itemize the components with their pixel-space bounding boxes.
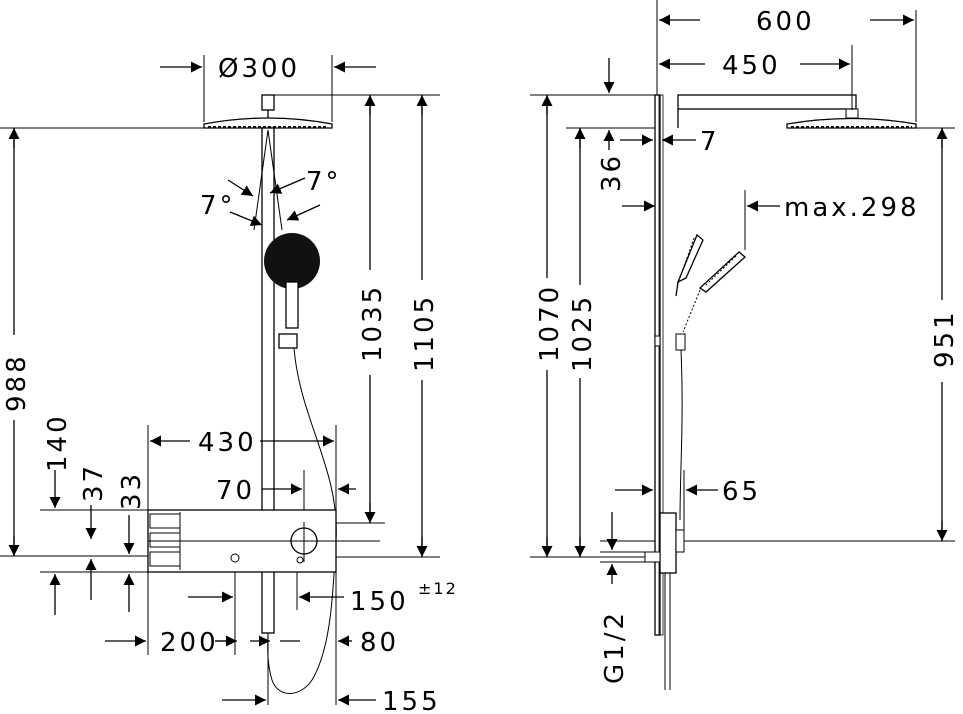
side-hand-shower: [654, 233, 746, 351]
dim-width-80: 80: [360, 628, 399, 658]
overhead-shower-head: [203, 94, 333, 129]
dim-angle-right: 7°: [306, 167, 342, 197]
dim-head-diameter: Ø300: [218, 54, 300, 84]
dim-tolerance-150: ±12: [418, 579, 458, 598]
front-view: Ø300 7° 7° 1035 1105 988 140 37: [0, 54, 458, 714]
dim-offset-7: 7: [700, 127, 720, 157]
dim-height-1070: 1070: [535, 284, 565, 362]
dim-depth-65: 65: [722, 477, 761, 507]
dim-offset-36: 36: [597, 153, 627, 192]
side-hose: [679, 349, 683, 521]
dim-height-140: 140: [43, 413, 73, 472]
dim-height-1025: 1025: [568, 294, 598, 372]
dim-width-70: 70: [216, 476, 255, 506]
hand-shower: [264, 233, 320, 349]
dim-arm-450: 450: [722, 51, 781, 81]
dim-width-155: 155: [382, 687, 441, 714]
dim-angle-left: 7°: [200, 191, 236, 221]
side-overhead-shower: [786, 117, 917, 129]
dim-width-430: 430: [198, 428, 257, 458]
dim-width-200: 200: [160, 628, 219, 658]
dim-height-33: 33: [117, 471, 147, 510]
dim-height-1105: 1105: [410, 294, 440, 372]
dim-max-298: max.298: [784, 193, 920, 223]
side-thermostat: [644, 512, 685, 690]
side-view: 600 450 7 36 max.298 1070 1025: [530, 0, 960, 690]
thermostat-mixer: [147, 509, 380, 573]
dim-height-951: 951: [930, 309, 960, 368]
shower-hose: [267, 347, 337, 694]
dim-width-150: 150: [350, 587, 409, 617]
dim-arm-600: 600: [756, 7, 815, 37]
dim-height-1035: 1035: [358, 284, 388, 362]
dim-height-988: 988: [2, 353, 32, 412]
side-shower-arm: [677, 94, 859, 128]
dim-height-37: 37: [79, 463, 109, 502]
dim-thread-g12: G1/2: [600, 610, 630, 684]
